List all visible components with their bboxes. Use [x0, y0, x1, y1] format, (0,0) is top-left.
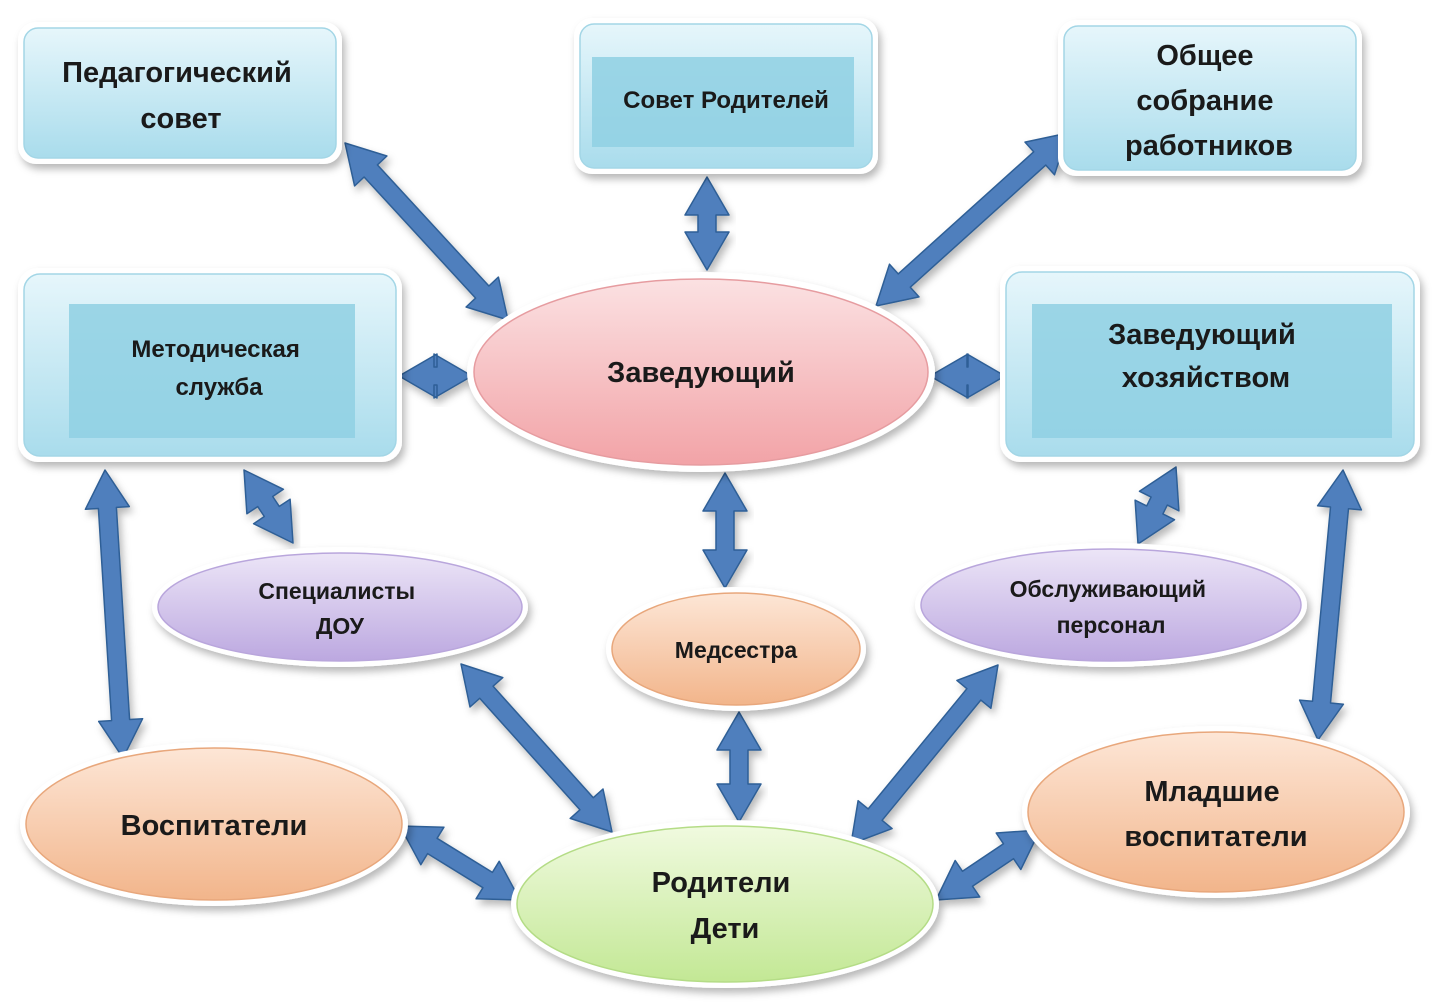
arrow-zaveduyushchiy-zav-khozyaystvom	[929, 353, 1006, 399]
node-spetsialisty	[152, 547, 528, 667]
arrow-roditeli-mladshie	[935, 829, 1041, 901]
arrow-vospitateli-roditeli	[399, 825, 521, 901]
node-metod-sluzhba	[18, 268, 402, 462]
node-vospitateli-label: Воспитатели	[121, 810, 308, 842]
node-zav-khozyaystvom	[1000, 266, 1420, 462]
node-medsestra-label: Медсестра	[675, 637, 798, 663]
arrow-metod-sluzhba-vospitateli	[84, 469, 144, 759]
arrow-zav-khozyaystvom-mladshie	[1298, 469, 1363, 741]
node-zaveduyushchiy-label: Заведующий	[607, 357, 795, 389]
node-medsestra	[606, 587, 866, 711]
arrow-sovet-roditeley-zaveduyushchiy	[684, 176, 730, 271]
node-zav-khozyaystvom-label: Заведующий хозяйством	[1108, 319, 1304, 394]
node-obsl-personal-label: Обслуживающий персонал	[1010, 576, 1213, 638]
node-sovet-roditeley	[574, 18, 878, 174]
node-spetsialisty-label: Специалисты ДОУ	[258, 578, 421, 639]
arrow-spetsialisty-roditeli	[460, 663, 613, 833]
node-roditeli-deti-label: Родители Дети	[652, 867, 799, 945]
node-ped-sovet-label: Педагогический совет	[62, 57, 300, 135]
node-zaveduyushchiy	[467, 272, 935, 472]
node-ped-sovet	[18, 22, 342, 164]
node-mladshie-vospitateli	[1022, 726, 1410, 898]
node-obshchee-sobranie	[1058, 20, 1362, 176]
arrow-metod-sluzhba-spetsialisty	[243, 469, 294, 544]
arrow-zaveduyushchiy-medsestra	[702, 472, 748, 589]
node-obshchee-sobranie-label: Общее собрание работников	[1125, 40, 1293, 162]
node-roditeli-deti	[511, 820, 939, 988]
node-vospitateli	[20, 742, 408, 906]
node-metod-sluzhba-label: Методическая служба	[131, 336, 306, 401]
node-sovet-roditeley-label: Совет Родителей	[623, 87, 829, 114]
connector-arrows	[84, 132, 1363, 901]
node-mladshie-vospitateli-label: Младшие воспитатели	[1124, 776, 1307, 853]
arrow-metod-sluzhba-zaveduyushchiy	[398, 353, 473, 399]
arrow-zav-khozyaystvom-obsl-personal	[1134, 466, 1180, 545]
node-obsl-personal	[915, 543, 1307, 667]
arrow-medsestra-roditeli	[716, 711, 762, 823]
arrow-obsl-personal-roditeli	[850, 664, 999, 845]
